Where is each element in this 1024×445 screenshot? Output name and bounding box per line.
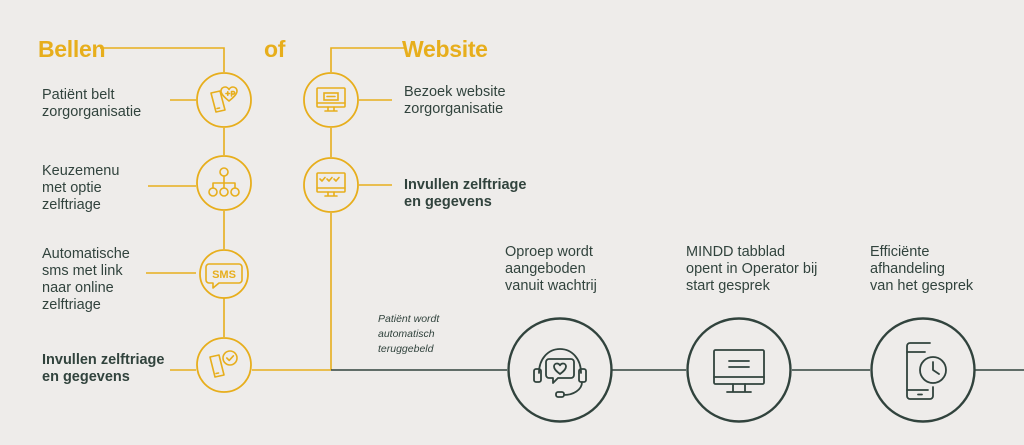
menu-tree-icon <box>196 155 252 211</box>
label-patient-calls: Patiënt belt zorgorganisatie <box>42 87 142 120</box>
label-fill-triage-phone: Invullen zelftriage en gegevens <box>42 352 165 385</box>
heading-website: Website <box>402 36 488 62</box>
phone-clock-icon <box>870 317 976 423</box>
step-node-fill-triage-phone <box>196 337 252 398</box>
phone-check-icon <box>196 337 252 393</box>
monitor-checklist-icon <box>303 157 359 213</box>
heading-of: of <box>264 36 286 62</box>
label-automatic-sms: Automatische sms met link naar online ze… <box>42 246 130 313</box>
step-node-keuzemenu <box>196 155 252 216</box>
monitor-icon <box>303 72 359 128</box>
label-keuzemenu: Keuzemenu met optie zelftriage <box>42 163 120 213</box>
step-node-patient-calls <box>196 72 252 133</box>
sms-icon-text: SMS <box>212 269 236 281</box>
heading-bellen: Bellen <box>38 36 106 62</box>
label-fill-triage-web: Invullen zelftriage en gegevens <box>404 177 527 210</box>
step-node-efficient-handling <box>870 317 976 428</box>
step-node-mindd-tab <box>686 317 792 428</box>
sms-bubble-icon: SMS <box>199 249 249 299</box>
headset-chat-icon <box>507 317 613 423</box>
note-callback: Patiënt wordt automatisch teruggebeld <box>378 313 440 355</box>
step-node-visit-website <box>303 72 359 133</box>
label-call-offered: Oproep wordt aangeboden vanuit wachtrij <box>505 244 597 294</box>
monitor-icon <box>686 317 792 423</box>
label-efficient-handling: Efficiënte afhandeling van het gesprek <box>870 244 974 294</box>
step-node-fill-triage-web <box>303 157 359 218</box>
step-node-sms: SMS <box>196 249 252 304</box>
phone-heart-icon <box>196 72 252 128</box>
label-visit-website: Bezoek website zorgorganisatie <box>404 84 506 117</box>
label-mindd-tab: MINDD tabblad opent in Operator bij star… <box>686 244 818 294</box>
step-node-call-offered <box>507 317 613 428</box>
